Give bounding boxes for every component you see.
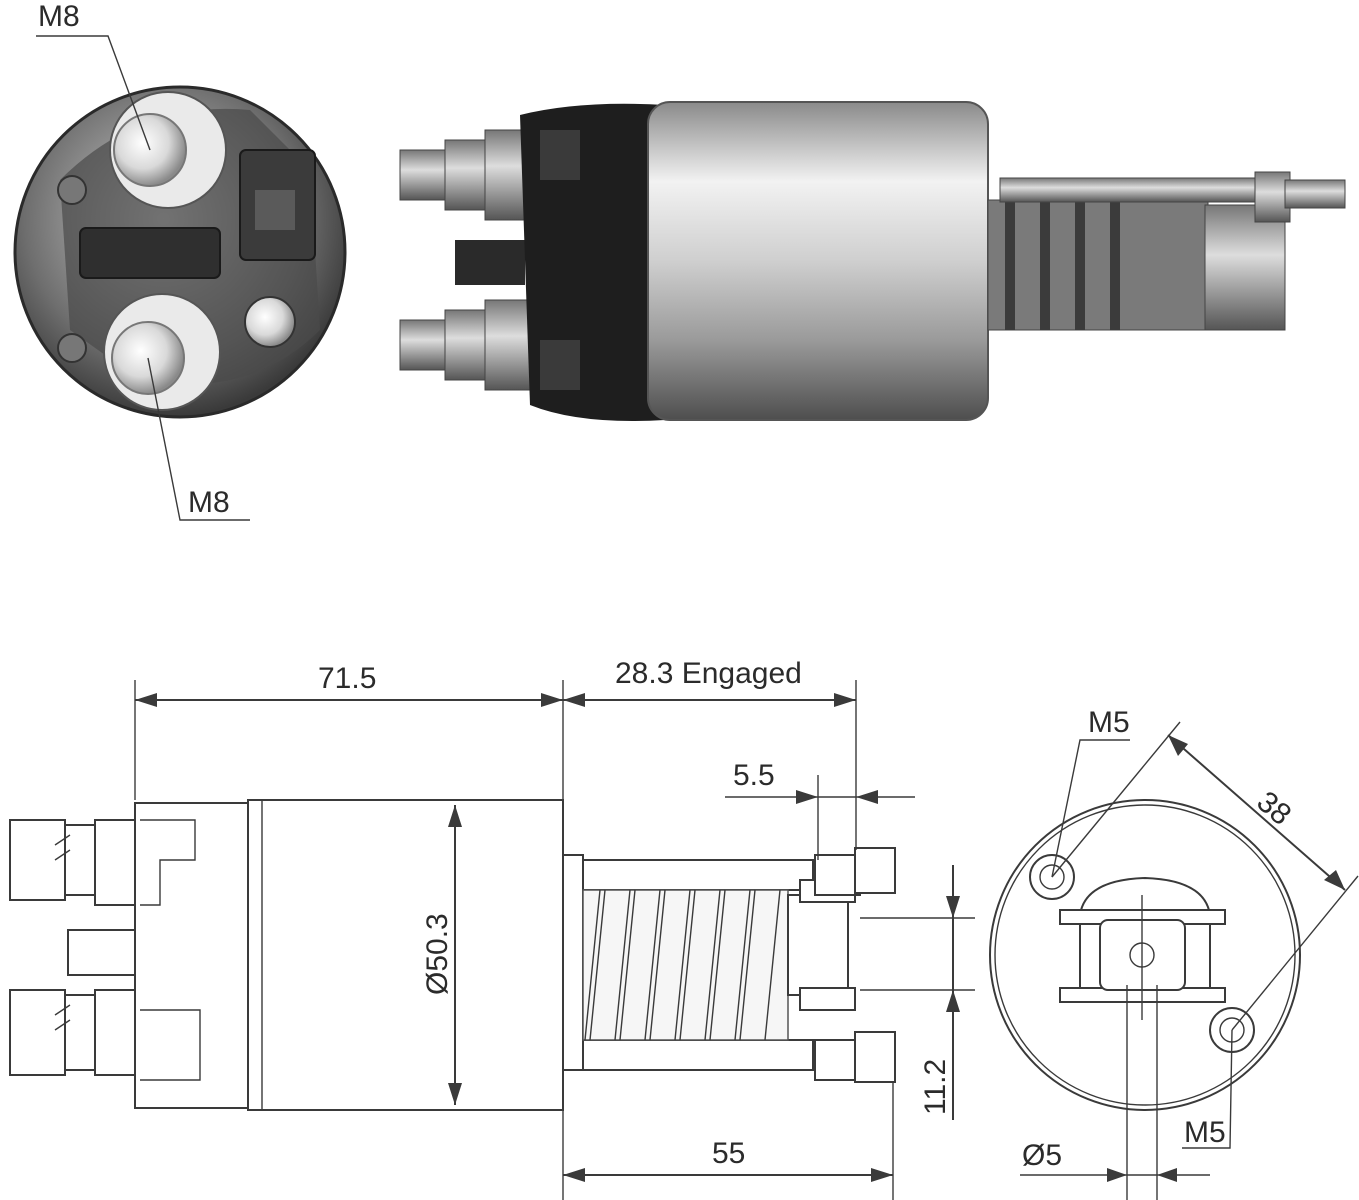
dim-pin-diameter bbox=[1020, 1168, 1210, 1182]
bottom-bolt-leader bbox=[1182, 1029, 1233, 1149]
dim-plunger-travel bbox=[563, 680, 857, 850]
dim-body-length bbox=[134, 680, 564, 800]
top-bolt-label: M5 bbox=[1088, 706, 1130, 739]
dim-pin-diameter-label: Ø5 bbox=[1022, 1139, 1062, 1172]
dim-slot-width-label: 11.2 bbox=[919, 1059, 952, 1115]
dim-mount-length-label: 55 bbox=[712, 1137, 745, 1170]
dim-body-length-label: 71.5 bbox=[318, 662, 376, 695]
dim-body-diameter-label: Ø50.3 bbox=[421, 913, 454, 995]
dim-slot-width bbox=[860, 865, 975, 1120]
dim-pin-offset-label: 5.5 bbox=[733, 759, 775, 792]
top-bolt-leader bbox=[1051, 739, 1130, 878]
dim-bolt-spacing-label: 38 bbox=[1251, 785, 1298, 832]
top-terminal-bolt bbox=[109, 91, 227, 209]
dim-pin-offset bbox=[725, 775, 915, 860]
side-view-photo bbox=[399, 101, 1346, 421]
side-view-drawing bbox=[9, 799, 896, 1111]
dim-mount-length bbox=[562, 1082, 894, 1200]
end-view-drawing bbox=[989, 799, 1301, 1200]
bottom-terminal-bolt bbox=[103, 293, 221, 411]
dim-plunger-travel-label: 28.3 Engaged bbox=[615, 657, 802, 690]
bottom-terminal-label: M8 bbox=[188, 486, 230, 519]
top-terminal-label: M8 bbox=[38, 0, 80, 33]
end-view-photo bbox=[13, 35, 347, 521]
bottom-bolt-label: M5 bbox=[1184, 1116, 1226, 1149]
dim-bolt-spacing bbox=[1051, 721, 1359, 1031]
dim-body-diameter bbox=[448, 805, 462, 1105]
